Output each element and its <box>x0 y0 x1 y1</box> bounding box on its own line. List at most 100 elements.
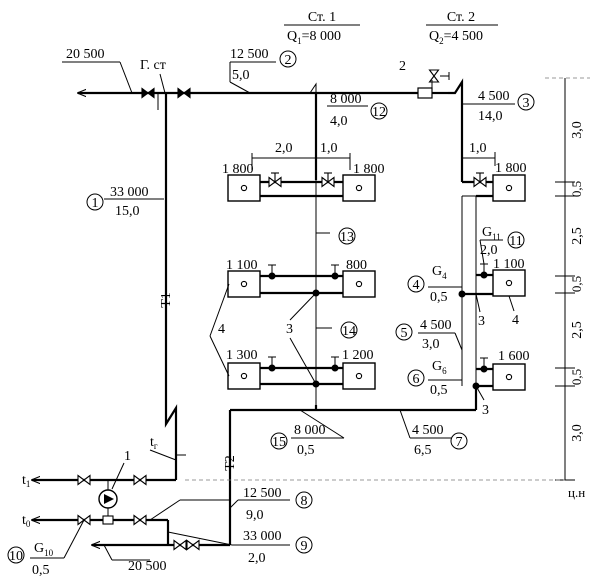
connection-callout-st2-mid: 3 <box>478 314 485 329</box>
supply-riser-T1 <box>157 93 178 480</box>
radiator-st1-low-right <box>342 362 376 390</box>
s4-length: 0,5 <box>430 290 448 305</box>
return-main <box>228 386 478 545</box>
rad-st1-mid-left-load: 1 100 <box>226 258 258 273</box>
s15-num: 15 <box>272 435 286 450</box>
thermo-valve-st2 <box>473 172 487 188</box>
column-header-st2: Ст. 2 Q2=4 500 <box>426 10 498 46</box>
s3-num: 3 <box>523 96 530 111</box>
st2-title: Ст. 2 <box>447 10 475 25</box>
st2-dim-a: 1,0 <box>469 141 487 156</box>
air-collector <box>417 87 433 99</box>
valve-t1-b <box>133 474 147 486</box>
s2-length: 5,0 <box>232 68 250 83</box>
s6-num: 6 <box>413 372 420 387</box>
s2-num: 2 <box>285 53 292 68</box>
radiator-st2-mid <box>492 269 526 297</box>
rad-st1-top-right-load: 1 800 <box>353 162 385 177</box>
station-label: Г. ст <box>140 58 166 73</box>
radiator-st1-top-right <box>342 174 376 202</box>
s9-length: 2,0 <box>248 551 266 566</box>
height-6: 0,5 <box>569 369 584 385</box>
valve-return-b <box>186 539 200 551</box>
s12-length: 4,0 <box>330 114 348 129</box>
s10-num: 10 <box>9 549 23 564</box>
column-header-st1: Ст. 1 Q1=8 000 <box>284 10 360 46</box>
height-7: 3,0 <box>570 424 585 442</box>
radiator-st1-low-left <box>227 362 261 390</box>
thermo-valve-st1-right <box>321 172 335 188</box>
st1-flow-label: Q1=8 000 <box>287 29 341 46</box>
s8-num: 8 <box>301 494 308 509</box>
s11-flow: G11 <box>482 225 501 242</box>
st1-dim-a: 2,0 <box>275 141 293 156</box>
return-pipe-label: T2 <box>223 455 238 471</box>
s5-num: 5 <box>401 326 408 341</box>
valve-t0-b <box>133 514 147 526</box>
s3-length: 14,0 <box>478 109 503 124</box>
s13-num: 13 <box>340 230 354 245</box>
supply-main-load: 20 500 <box>66 47 105 62</box>
pump-callout: 1 <box>124 449 131 464</box>
s9-num: 9 <box>301 539 308 554</box>
return-main-load: 20 500 <box>128 559 167 574</box>
height-1: 3,0 <box>570 121 585 139</box>
s1-num: 1 <box>92 196 99 211</box>
rad-st2-top-load: 1 800 <box>495 161 527 176</box>
s12-num: 12 <box>372 105 386 120</box>
radiator-st2-top <box>492 174 526 202</box>
s5-load: 4 500 <box>420 318 452 333</box>
s11-length: 2,0 <box>480 243 498 258</box>
radiator-callout: 4 <box>218 322 225 337</box>
s4-flow: G4 <box>432 264 447 281</box>
s4-num: 4 <box>413 278 420 293</box>
t1-label: t1 <box>22 473 30 489</box>
radiator-st1-mid-left <box>227 270 261 298</box>
connection-callout-st2-low: 3 <box>482 403 489 418</box>
s8-load: 12 500 <box>243 486 282 501</box>
valve-t1-a <box>77 474 91 486</box>
height-3: 2,5 <box>570 227 585 245</box>
height-4: 0,5 <box>569 276 584 292</box>
s10-length: 0,5 <box>32 563 50 578</box>
s5-length: 3,0 <box>422 337 440 352</box>
st1-title: Ст. 1 <box>308 10 336 25</box>
s11-num: 11 <box>509 234 522 249</box>
s7-num: 7 <box>456 435 463 450</box>
floor-label: ц.н <box>568 485 585 500</box>
radiator-st1-top-left <box>227 174 261 202</box>
height-2: 0,5 <box>569 181 584 197</box>
supply-main <box>78 78 464 178</box>
valve-ref-2: 2 <box>399 59 406 74</box>
t0-label: t0 <box>22 513 31 529</box>
supply-main-valve-2 <box>177 87 191 99</box>
st2-flow-label: Q2=4 500 <box>429 29 483 46</box>
valve-return-a <box>173 539 187 551</box>
s1-length: 15,0 <box>115 204 140 219</box>
thermo-valve-st1-left <box>268 172 282 188</box>
s15-load: 8 000 <box>294 423 326 438</box>
s2-load: 12 500 <box>230 47 269 62</box>
rad-st1-top-left-load: 1 800 <box>222 162 254 177</box>
tg-label: tг <box>150 435 158 451</box>
air-valve-icon <box>428 69 440 83</box>
s10-flow: G10 <box>34 541 54 558</box>
rad-st1-mid-right-load: 800 <box>346 258 367 273</box>
supply-main-valve <box>141 87 155 99</box>
st1-dim-b: 1,0 <box>320 141 338 156</box>
radiator-callout-st2: 4 <box>512 313 519 328</box>
rad-st1-low-left-load: 1 300 <box>226 348 258 363</box>
rad-st2-mid-load: 1 100 <box>493 257 525 272</box>
radiator-st2-low <box>492 363 526 391</box>
s3-load: 4 500 <box>478 89 510 104</box>
height-5: 2,5 <box>570 321 585 339</box>
s7-load: 4 500 <box>412 423 444 438</box>
s8-length: 9,0 <box>246 508 264 523</box>
s12-load: 8 000 <box>330 92 362 107</box>
rad-st2-low-load: 1 600 <box>498 349 530 364</box>
s9-load: 33 000 <box>243 529 282 544</box>
s6-flow: G6 <box>432 359 447 376</box>
supply-pipe-label: T1 <box>159 292 174 308</box>
s15-length: 0,5 <box>297 443 315 458</box>
